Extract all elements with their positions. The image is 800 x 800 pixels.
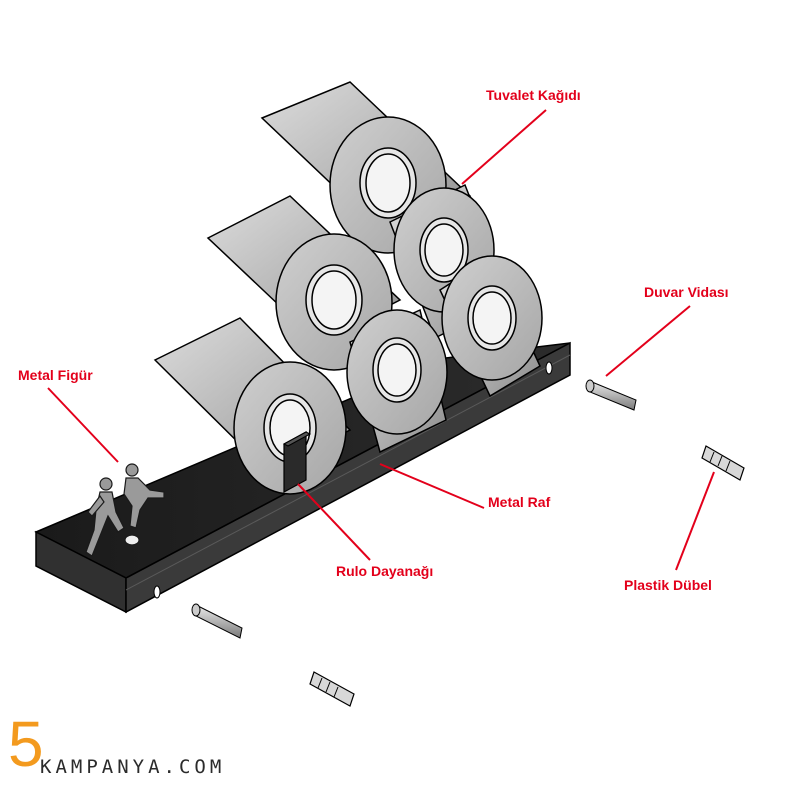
- wall-screw: [585, 379, 637, 411]
- roll: [206, 195, 402, 371]
- plastic-dowel: [701, 445, 745, 481]
- label-metal-figur: Metal Figür: [18, 367, 93, 383]
- keyhole-icon: [545, 361, 553, 375]
- brand-logo-text: KAMPANYA.COM: [40, 756, 226, 778]
- label-duvar-vidasi: Duvar Vidası: [644, 284, 729, 300]
- roll: [153, 317, 352, 495]
- roll-stopper: [282, 430, 312, 494]
- metal-figure: [85, 463, 165, 557]
- label-rulo-dayanagi: Rulo Dayanağı: [336, 563, 433, 579]
- label-tuvalet-kagidi: Tuvalet Kağıdı: [486, 87, 581, 103]
- label-metal-raf: Metal Raf: [488, 494, 551, 510]
- toilet-paper-rolls: [153, 81, 543, 495]
- plastic-dowel: [309, 671, 355, 707]
- roll: [439, 255, 543, 398]
- leader-lines: [47, 109, 715, 571]
- roll: [346, 308, 448, 454]
- label-plastik-dubel: Plastik Dübel: [624, 577, 712, 593]
- wall-screw: [191, 603, 243, 639]
- keyhole-icon: [153, 585, 161, 599]
- brand-logo-digit: 5: [8, 708, 44, 780]
- labels: Tuvalet Kağıdı Duvar Vidası Metal Figür …: [18, 87, 729, 593]
